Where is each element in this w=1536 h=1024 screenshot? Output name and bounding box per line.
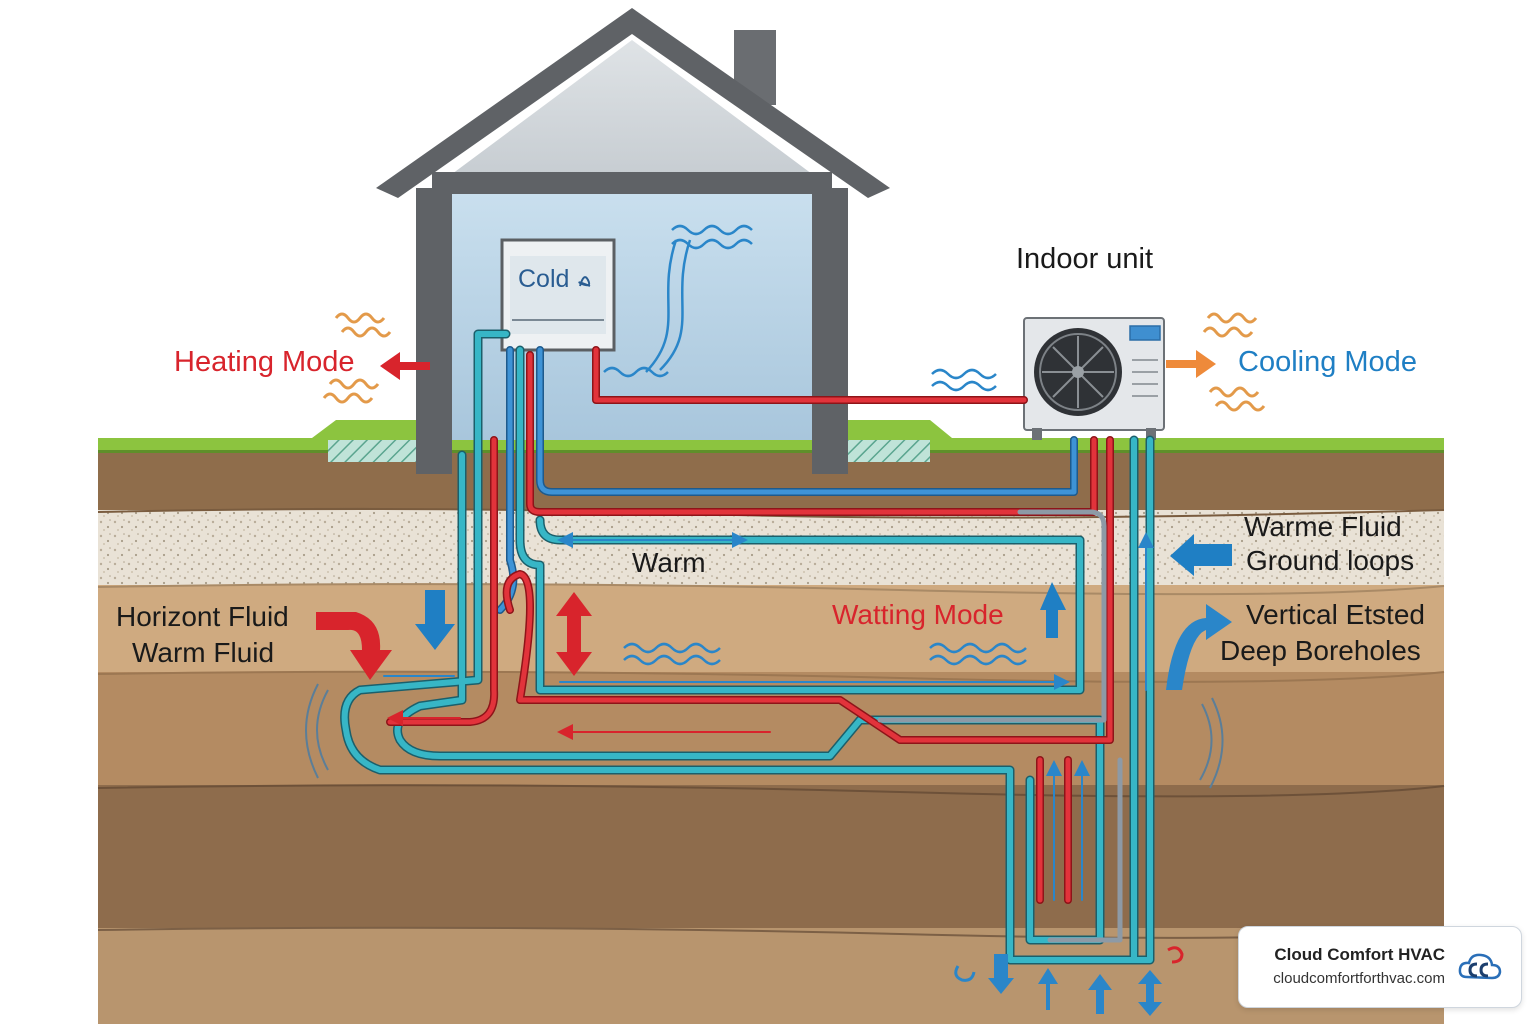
bedrock-layer <box>98 928 1444 1024</box>
brand-name: Cloud Comfort HVAC <box>1274 945 1445 964</box>
curved-blue-arrow-icon <box>1166 604 1232 690</box>
deep-soil-layer <box>98 785 1444 930</box>
heating-mode-group: Heating Mode <box>174 312 430 404</box>
ripple-marks <box>305 683 1224 789</box>
horizont-fluid-label: Horizont Fluid <box>116 601 289 632</box>
pipe-network <box>340 329 1155 965</box>
heating-arrow-icon <box>380 352 430 380</box>
deep-boreholes-label: Deep Boreholes <box>1220 635 1421 666</box>
water-wave-icon <box>623 642 1027 666</box>
down-arrow-icon <box>415 590 455 650</box>
brand-card: Cloud Comfort HVAC cloudcomfortforthvac.… <box>1238 926 1522 1008</box>
left-arrow-icon <box>1170 534 1232 576</box>
wall-right <box>812 188 848 474</box>
cc-cloud-logo-icon <box>1458 953 1502 980</box>
thermostat-icon <box>578 276 591 287</box>
gravel-layer <box>98 510 1444 590</box>
gable <box>452 40 812 174</box>
cooling-air-waves <box>931 368 997 392</box>
double-arrow-icon <box>556 592 592 676</box>
heating-mode-label: Heating Mode <box>174 346 355 378</box>
foundation-left <box>328 440 418 462</box>
watting-mode-label: Watting Mode <box>832 599 1004 630</box>
foundation-right <box>848 440 930 462</box>
up-arrow-icon <box>1040 582 1066 638</box>
indoor-panel: Cold <box>500 238 616 352</box>
warm-fluid-label: Warm Fluid <box>132 637 274 668</box>
indoor-unit-label: Indoor unit <box>1016 243 1153 275</box>
warme-fluid-label: Warme Fluid <box>1244 511 1402 542</box>
heat-wave-icon-right <box>1202 312 1266 412</box>
cooling-mode-group: Cooling Mode <box>1166 312 1417 412</box>
cooling-mode-label: Cooling Mode <box>1238 346 1417 378</box>
house <box>376 8 890 474</box>
heat-wave-icon <box>322 312 392 404</box>
vertical-etsted-label: Vertical Etsted <box>1246 599 1425 630</box>
wall-left <box>416 188 452 474</box>
cold-label: Cold <box>518 265 569 293</box>
brand-url: cloudcomfortforthvac.com <box>1273 970 1445 987</box>
curved-red-arrow-icon <box>316 612 392 680</box>
air-flow-waves <box>603 224 753 378</box>
warm-label: Warm <box>632 547 706 578</box>
bottom-arrows <box>954 946 1184 1016</box>
outdoor-unit: Indoor unit <box>1016 243 1165 440</box>
cooling-arrow-icon <box>1166 350 1216 378</box>
ground-loops-label: Ground loops <box>1246 545 1414 576</box>
